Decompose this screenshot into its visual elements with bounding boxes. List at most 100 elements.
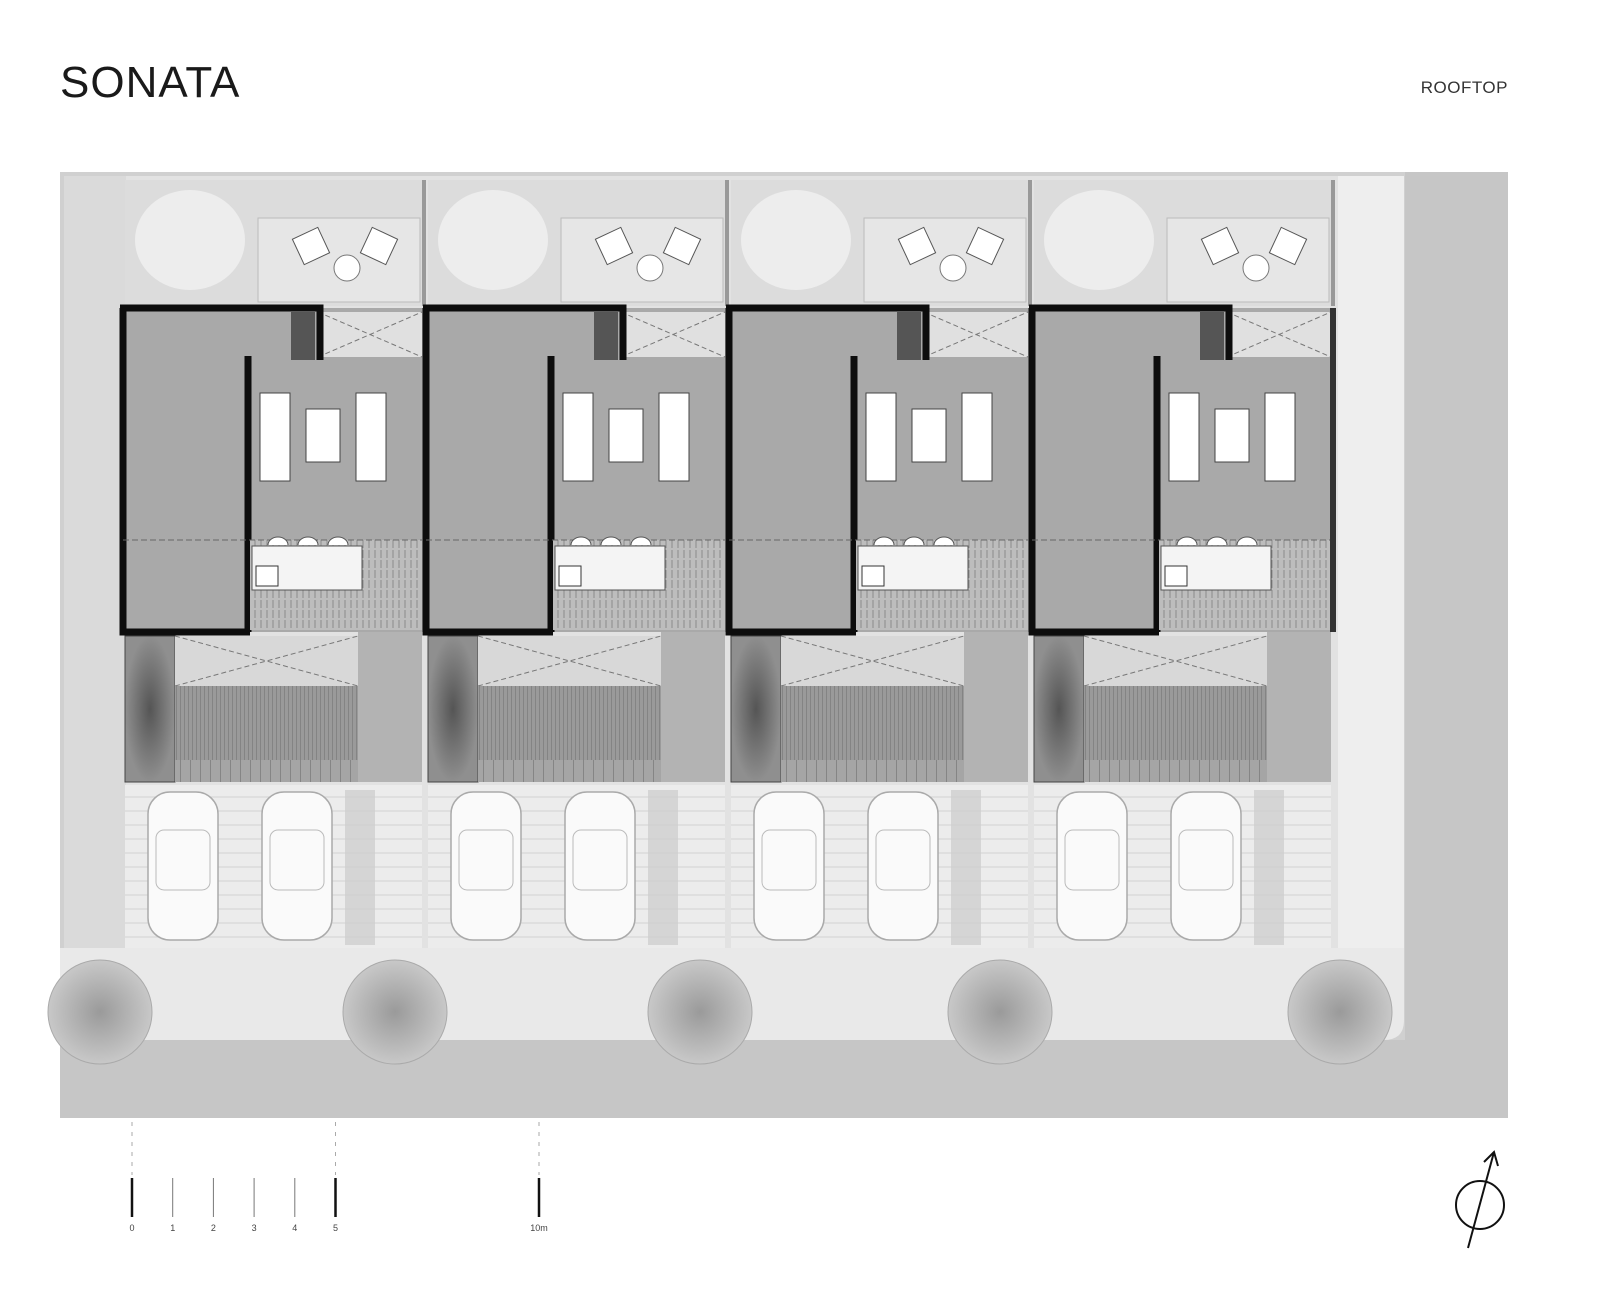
side-garden (64, 176, 126, 948)
planter (427, 635, 479, 783)
car (867, 791, 939, 941)
chimney (291, 312, 315, 360)
exterior-wall (422, 304, 627, 636)
townhouse-unit (119, 180, 426, 948)
car-roof (875, 829, 931, 891)
scale-label: 4 (292, 1223, 297, 1233)
chimney (1200, 312, 1224, 360)
car (564, 791, 636, 941)
terrace-floor (1267, 632, 1331, 782)
car-roof (572, 829, 628, 891)
car-roof (458, 829, 514, 891)
page-title: SONATA (60, 58, 241, 107)
hedge (648, 790, 678, 945)
void-cross (923, 311, 1029, 358)
scale-label: 2 (211, 1223, 216, 1233)
coffee-table (305, 408, 341, 463)
townhouse-unit (1028, 180, 1335, 948)
deck (781, 686, 964, 760)
bar-stool (600, 536, 622, 546)
sofa (355, 392, 387, 482)
bar-stool (570, 536, 592, 546)
light-well (1084, 636, 1267, 686)
light-well (781, 636, 964, 686)
coffee-table (608, 408, 644, 463)
car-roof (269, 829, 325, 891)
sofa (658, 392, 690, 482)
lounge-chair (291, 226, 331, 266)
sofa (1264, 392, 1296, 482)
sofa (1168, 392, 1200, 482)
scale-label: 1 (170, 1223, 175, 1233)
deck (175, 686, 358, 760)
planter (730, 635, 782, 783)
lounge-chair (594, 226, 634, 266)
garden-lawn (741, 190, 851, 290)
terrace-floor (661, 632, 725, 782)
scale-label: 3 (252, 1223, 257, 1233)
side-table (636, 254, 664, 282)
lounge-chair (1268, 226, 1308, 266)
street-tree (342, 959, 448, 1065)
lounge-chair (1200, 226, 1240, 266)
terrace-floor (358, 632, 422, 782)
terrace-floor (964, 632, 1028, 782)
bar-stool (1236, 536, 1258, 546)
deck (1084, 686, 1267, 760)
townhouse-unit (725, 180, 1032, 948)
planter (1033, 635, 1085, 783)
lounge-chair (965, 226, 1005, 266)
car-roof (1064, 829, 1120, 891)
stairs (781, 760, 964, 782)
stairs (1084, 760, 1267, 782)
bar-stool (327, 536, 349, 546)
scale-label: 0 (129, 1223, 134, 1233)
exterior-wall (119, 304, 324, 636)
sink (255, 565, 279, 587)
scale-label: 10m (530, 1223, 548, 1233)
bar-stool (903, 536, 925, 546)
planter (124, 635, 176, 783)
void-cross (620, 311, 726, 358)
sofa (562, 392, 594, 482)
end-wall (1330, 308, 1336, 632)
side-road (1405, 172, 1508, 1118)
party-wall (1028, 180, 1032, 306)
car-roof (761, 829, 817, 891)
bar-stool (630, 536, 652, 546)
party-wall (422, 180, 426, 306)
void-cross (1226, 311, 1332, 358)
garden-lawn (438, 190, 548, 290)
car (147, 791, 219, 941)
party-wall (1331, 180, 1335, 306)
scale-bar: 0 1 2 3 4 5 10m (129, 1122, 548, 1233)
bar-stool (1206, 536, 1228, 546)
hedge (1254, 790, 1284, 945)
bar-stool (297, 536, 319, 546)
light-well (175, 636, 358, 686)
party-wall (725, 180, 729, 306)
bar-stool (933, 536, 955, 546)
deck (478, 686, 661, 760)
hedge (345, 790, 375, 945)
car (261, 791, 333, 941)
bar-stool (267, 536, 289, 546)
street-tree (47, 959, 153, 1065)
scale-label: 5 (333, 1223, 338, 1233)
townhouse-unit (422, 180, 729, 948)
side-table (939, 254, 967, 282)
car (753, 791, 825, 941)
sofa (259, 392, 291, 482)
coffee-table (1214, 408, 1250, 463)
car (450, 791, 522, 941)
bar-stool (873, 536, 895, 546)
side-table (333, 254, 361, 282)
chimney (594, 312, 618, 360)
sofa (961, 392, 993, 482)
exterior-wall (1028, 304, 1233, 636)
sink (861, 565, 885, 587)
void-cross (317, 311, 423, 358)
bar-stool (1176, 536, 1198, 546)
street-tree (1287, 959, 1393, 1065)
lounge-chair (359, 226, 399, 266)
